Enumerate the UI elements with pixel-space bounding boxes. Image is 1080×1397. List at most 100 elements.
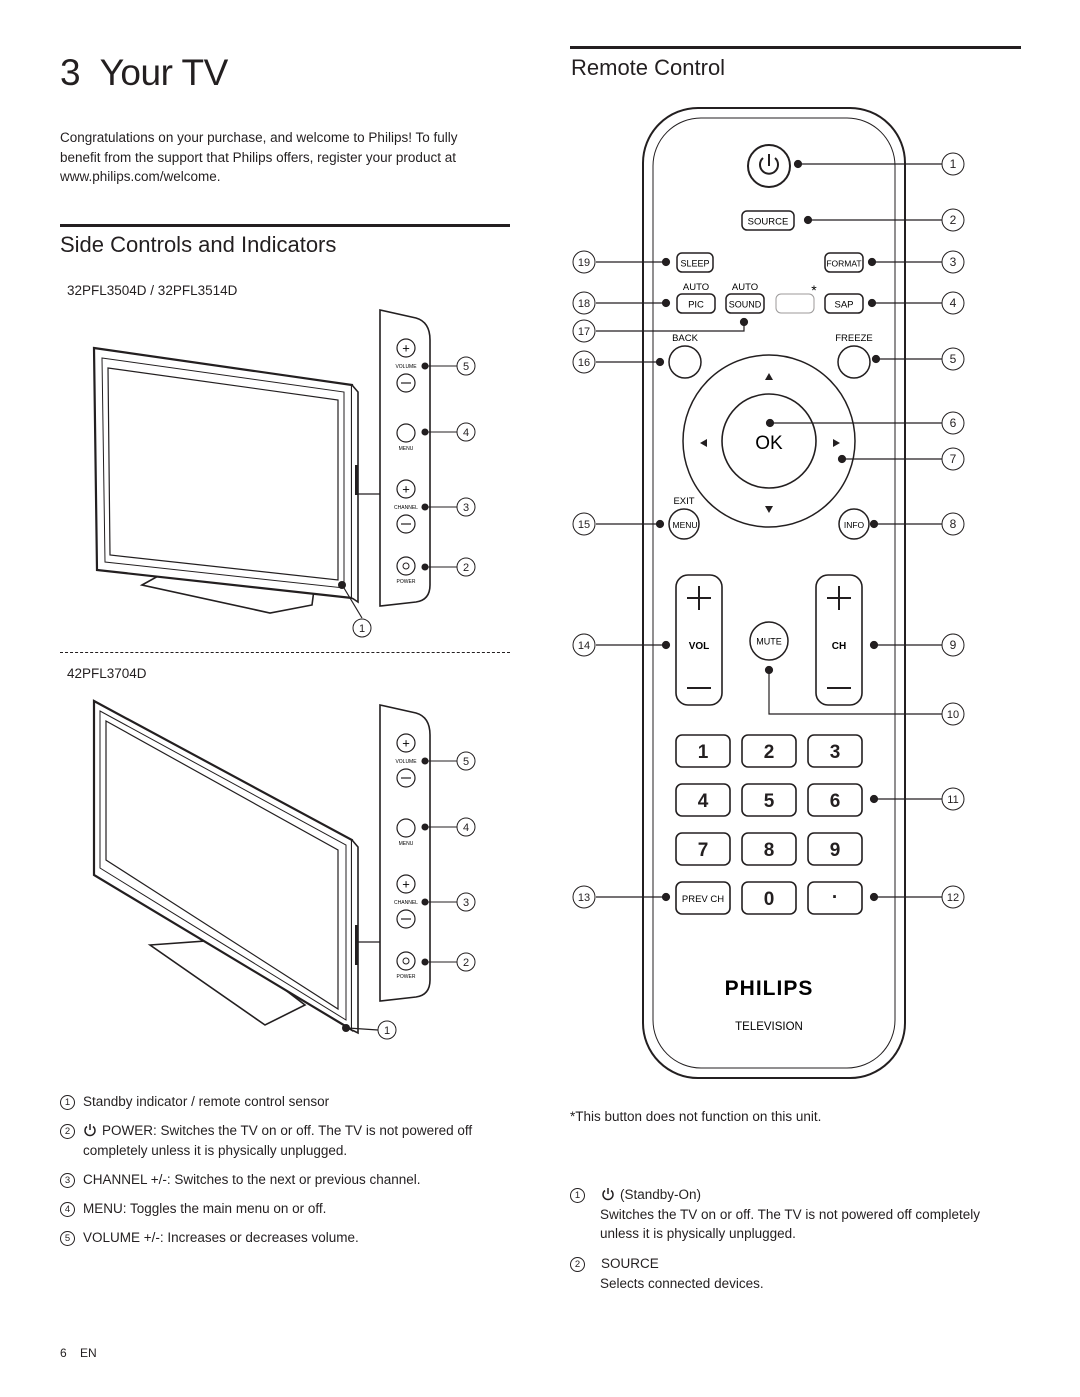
page-number: 6: [60, 1346, 67, 1360]
digit-0-button[interactable]: 0: [764, 889, 775, 910]
arrow-left-icon[interactable]: [700, 439, 707, 447]
vol-rocker[interactable]: VOL: [689, 641, 710, 652]
remote-callout-11: 11: [947, 794, 958, 806]
remote-callout-17: 17: [578, 326, 590, 338]
svg-text:+: +: [402, 341, 410, 356]
arrow-up-icon[interactable]: [765, 373, 773, 380]
tv-illustration-32: + VOLUME MENU + CHANNEL POWER 5 4 3 2 1: [92, 309, 476, 638]
model-label-a: 32PFL3504D / 32PFL3514D: [67, 283, 238, 298]
digit-9-button[interactable]: 9: [830, 840, 841, 861]
remote-callout-9: 9: [950, 638, 957, 652]
auto-label-pic: AUTO: [683, 282, 709, 293]
remote-illustration: SOURCE SLEEP FORMAT AUTO AUTO PIC SOUND …: [572, 107, 965, 1079]
sap-button[interactable]: SAP: [834, 300, 853, 311]
arrow-down-icon[interactable]: [765, 506, 773, 513]
remote-heading: Remote Control: [571, 55, 726, 80]
digit-2-button[interactable]: 2: [764, 742, 775, 763]
source-button[interactable]: SOURCE: [748, 217, 789, 228]
remote-callout-1: 1: [950, 157, 957, 171]
remote-callout-6: 6: [950, 416, 957, 430]
legend-item-2: 2 POWER: Switches the TV on or off. The …: [60, 1121, 500, 1160]
svg-text:+: +: [402, 877, 410, 892]
digit-4-button[interactable]: 4: [698, 791, 709, 812]
tv1-callout-3: 3: [463, 502, 469, 514]
pic-button[interactable]: PIC: [688, 300, 704, 311]
remote-callout-19: 19: [578, 257, 590, 269]
tv2-callout-2: 2: [463, 957, 469, 969]
svg-text:+: +: [402, 736, 410, 751]
legend-text: CHANNEL +/-: Switches to the next or pre…: [83, 1172, 421, 1187]
exit-label: EXIT: [673, 496, 694, 507]
power-label: POWER: [397, 579, 416, 585]
volume-label-2: VOLUME: [395, 759, 417, 765]
remote-desc-text: Switches the TV on or off. The TV is not…: [600, 1206, 980, 1242]
legend-item-3: 3 CHANNEL +/-: Switches to the next or pr…: [60, 1170, 500, 1190]
digit-5-button[interactable]: 5: [764, 791, 775, 812]
digit-1-button[interactable]: 1: [698, 742, 709, 763]
brand-logo: PHILIPS: [725, 977, 814, 1000]
legend-text: MENU: Toggles the main menu on or off.: [83, 1201, 327, 1216]
digit-8-button[interactable]: 8: [764, 840, 775, 861]
svg-text:+: +: [402, 482, 410, 497]
sound-button[interactable]: SOUND: [729, 300, 762, 310]
chapter-title: 3 Your TV: [60, 52, 228, 94]
chapter-number: 3: [60, 52, 81, 93]
power-icon: [84, 1124, 96, 1137]
asterisk-mark: *: [811, 282, 817, 298]
page-lang: EN: [80, 1346, 97, 1360]
legend-num: 1: [60, 1094, 75, 1110]
tv2-callout-5: 5: [463, 756, 469, 768]
tv1-callout-1: 1: [359, 623, 365, 635]
remote-callout-8: 8: [950, 517, 957, 531]
legend-text: POWER: Switches the TV on or off. The TV…: [83, 1123, 473, 1158]
ch-rocker[interactable]: CH: [832, 641, 846, 652]
tv2-callout-4: 4: [463, 822, 469, 834]
tv-illustration-42: + VOLUME MENU + CHANNEL POWER 5 4 3 2 1: [92, 699, 476, 1040]
dashed-divider: [60, 652, 510, 653]
legend-num: 2: [60, 1124, 75, 1139]
power-icon: [759, 154, 779, 175]
remote-footnote: *This button does not function on this u…: [570, 1109, 822, 1124]
menu-label-2: MENU: [399, 841, 414, 847]
model-label-b: 42PFL3704D: [67, 666, 147, 681]
volume-label: VOLUME: [395, 364, 417, 370]
remote-callout-3: 3: [950, 255, 957, 269]
remote-callout-10: 10: [947, 709, 959, 721]
remote-desc-num: 2: [570, 1256, 585, 1272]
sleep-button[interactable]: SLEEP: [680, 259, 709, 269]
auto-label-sound: AUTO: [732, 282, 758, 293]
mute-button[interactable]: MUTE: [756, 637, 782, 647]
remote-callout-2: 2: [950, 213, 957, 227]
legend-item-5: 5 VOLUME +/-: Increases or decreases volu…: [60, 1228, 500, 1248]
remote-callout-18: 18: [578, 298, 590, 310]
intro-paragraph: Congratulations on your purchase, and we…: [60, 130, 458, 184]
format-button[interactable]: FORMAT: [826, 259, 861, 269]
chapter-name: Your TV: [99, 52, 229, 93]
legend-text: VOLUME +/-: Increases or decreases volum…: [83, 1230, 359, 1245]
remote-callout-15: 15: [578, 519, 590, 531]
tv2-callout-1: 1: [384, 1025, 390, 1037]
digit-7-button[interactable]: 7: [698, 840, 709, 861]
brand-subtitle: TELEVISION: [735, 1021, 803, 1033]
arrow-right-icon[interactable]: [833, 439, 840, 447]
ok-button[interactable]: OK: [755, 433, 783, 454]
remote-desc-title: (Standby-On): [620, 1187, 702, 1202]
legend-num: 5: [60, 1230, 75, 1246]
legend-num: 3: [60, 1172, 75, 1188]
digit-3-button[interactable]: 3: [830, 742, 841, 763]
remote-callout-14: 14: [578, 640, 590, 652]
digit-6-button[interactable]: 6: [830, 791, 841, 812]
tv1-callout-4: 4: [463, 427, 469, 439]
menu-button[interactable]: MENU: [672, 520, 697, 530]
remote-desc-num: 1: [570, 1187, 585, 1203]
remote-callout-16: 16: [578, 357, 590, 369]
side-controls-heading: Side Controls and Indicators: [60, 232, 337, 257]
power-icon: [602, 1188, 614, 1201]
info-button[interactable]: INFO: [844, 520, 865, 530]
prev-ch-button[interactable]: PREV CH: [682, 894, 724, 905]
section-rule-left: [60, 224, 510, 227]
dot-button[interactable]: ·: [832, 887, 838, 908]
